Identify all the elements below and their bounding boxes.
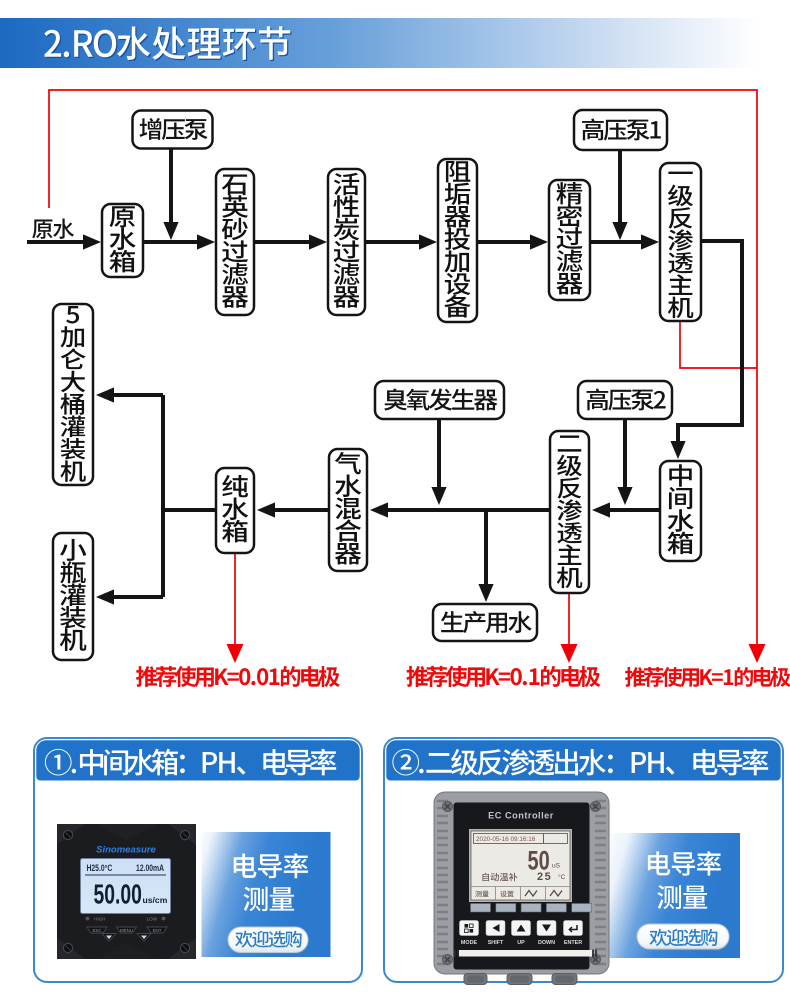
svg-text:50.00: 50.00 — [94, 879, 142, 910]
svg-text:ENT: ENT — [153, 928, 162, 933]
svg-text:MENU: MENU — [120, 928, 133, 933]
svg-text:SHIFT: SHIFT — [488, 940, 504, 946]
svg-text:12.00mA: 12.00mA — [136, 863, 164, 873]
svg-text:uS: uS — [552, 863, 561, 870]
svg-text:25: 25 — [537, 871, 552, 883]
svg-text:UP: UP — [517, 940, 525, 946]
svg-text:LOW: LOW — [147, 917, 158, 922]
svg-text:EC Controller: EC Controller — [488, 811, 554, 821]
svg-text:HIGH: HIGH — [94, 917, 105, 922]
svg-text:H25.0°C: H25.0°C — [87, 863, 113, 873]
svg-text:ESC: ESC — [92, 928, 101, 933]
svg-text:2020-05-16 09:16:16: 2020-05-16 09:16:16 — [476, 836, 536, 843]
svg-text:DOWN: DOWN — [538, 940, 555, 946]
svg-text:MODE: MODE — [461, 940, 478, 946]
svg-text:us/cm: us/cm — [143, 895, 168, 905]
svg-text:Sinomeasure: Sinomeasure — [96, 845, 156, 856]
svg-text:°C: °C — [558, 873, 566, 881]
svg-text:50: 50 — [528, 846, 550, 877]
svg-text:ENTER: ENTER — [564, 940, 582, 946]
